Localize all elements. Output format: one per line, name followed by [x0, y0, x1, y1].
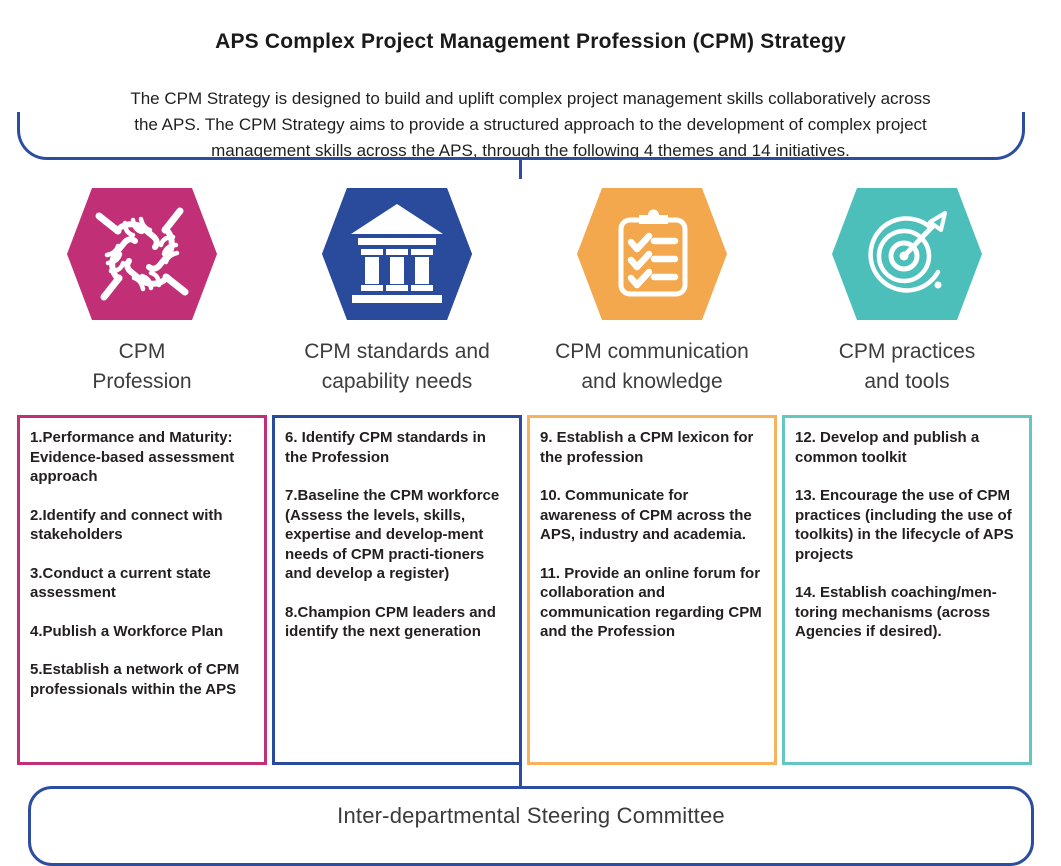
intro-line: the APS. The CPM Strategy aims to provid… [134, 115, 927, 134]
initiatives-box-standards: 6. Identify CPM standards in the Profess… [272, 415, 522, 765]
theme-label: CPM Profession [92, 340, 192, 393]
clipboard-checklist-icon [577, 188, 727, 320]
steering-committee-label: Inter-departmental Steering Committee [337, 803, 725, 828]
initiative-item: 8.Champion CPM leaders and identify the … [285, 603, 496, 641]
theme-label: CPM practices and tools [838, 340, 976, 393]
initiative-item: 1.Performance and Maturity: Evidence-bas… [30, 429, 235, 485]
initiative-item: 14. Establish coaching/men-toring mechan… [795, 584, 997, 640]
initiative-boxes-row: 1.Performance and Maturity: Evidence-bas… [17, 415, 1032, 765]
steering-committee-box: Inter-departmental Steering Committee [28, 786, 1034, 866]
bottom-connector-line [519, 765, 522, 786]
theme-label: CPM standards and capability needs [304, 340, 490, 393]
initiative-item: 13. Encourage the use of CPM practices (… [795, 487, 1014, 563]
initiative-item: 3.Conduct a current state assessment [30, 564, 211, 602]
target-arrow-icon [832, 188, 982, 320]
initiative-item: 12. Develop and publish a common toolkit [795, 429, 980, 466]
theme-cpm-standards: CPM standards and capability needs [272, 188, 522, 397]
theme-label: CPM communication and knowledge [555, 340, 749, 393]
initiative-item: 11. Provide an online forum for collabor… [540, 564, 762, 641]
initiative-item: 4.Publish a Workforce Plan [30, 622, 224, 640]
initiatives-box-practices: 12. Develop and publish a common toolkit… [782, 415, 1032, 765]
initiative-item: 9. Establish a CPM lexicon for the profe… [540, 429, 754, 466]
intro-line: The CPM Strategy is designed to build an… [130, 89, 931, 108]
theme-cpm-communication: CPM communication and knowledge [527, 188, 777, 397]
cpm-strategy-diagram: APS Complex Project Management Professio… [0, 30, 1061, 866]
initiative-item: 2.Identify and connect with stakeholders [30, 506, 223, 544]
intro-paragraph: The CPM Strategy is designed to build an… [0, 86, 1061, 164]
initiative-item: 6. Identify CPM standards in the Profess… [285, 429, 486, 466]
page-title: APS Complex Project Management Professio… [215, 30, 846, 53]
teamwork-hands-icon [67, 188, 217, 320]
intro-bracket-border [17, 112, 1025, 160]
initiatives-box-profession: 1.Performance and Maturity: Evidence-bas… [17, 415, 267, 765]
intro-line: management skills across the APS, throug… [211, 141, 850, 160]
initiatives-box-communication: 9. Establish a CPM lexicon for the profe… [527, 415, 777, 765]
initiative-item: 5.Establish a network of CPM professiona… [30, 661, 240, 698]
theme-cpm-practices: CPM practices and tools [782, 188, 1032, 397]
initiative-item: 7.Baseline the CPM workforce (Assess the… [285, 487, 500, 582]
theme-hexagon-row: CPM Profession [17, 188, 1032, 397]
bank-institution-icon [322, 188, 472, 320]
top-connector-line [519, 160, 522, 179]
theme-cpm-profession: CPM Profession [17, 188, 267, 397]
initiative-item: 10. Communicate for awareness of CPM acr… [540, 487, 752, 543]
